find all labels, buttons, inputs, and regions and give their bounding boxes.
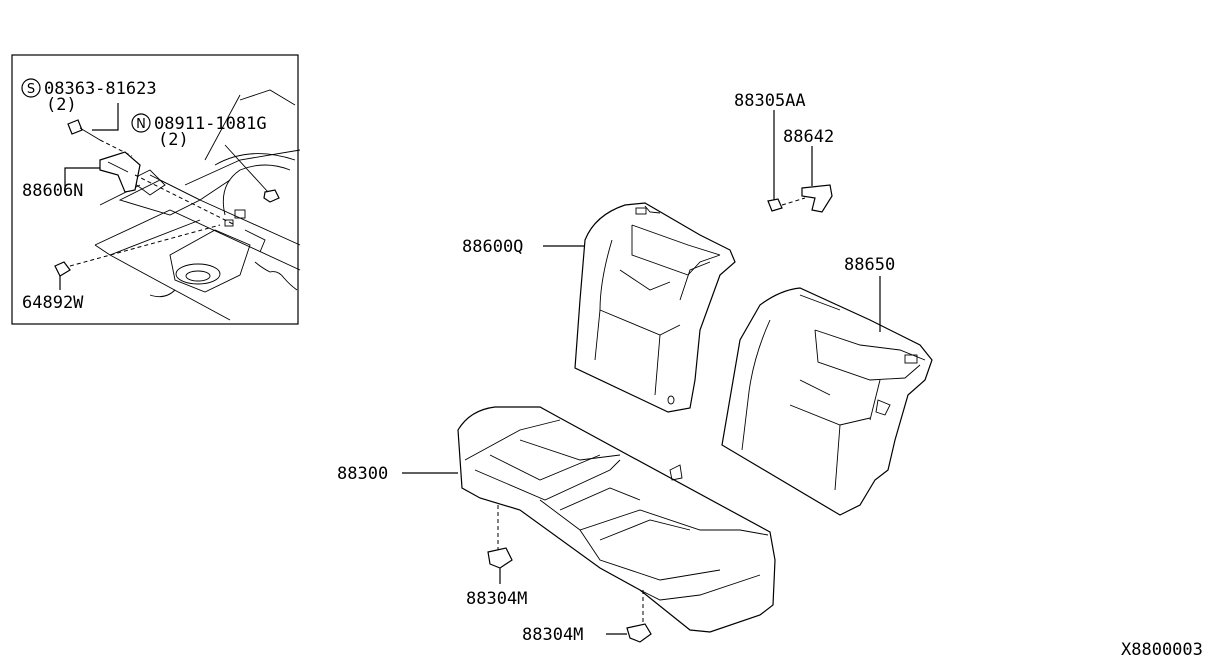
bracket-icon xyxy=(99,151,236,226)
clip-icon xyxy=(801,184,833,213)
floor-panel-drawing xyxy=(94,89,301,321)
seat-back-left xyxy=(574,202,736,413)
bolt-part-label: 88305AA xyxy=(734,91,806,111)
nut-qty-label: (2) xyxy=(158,130,189,150)
back-right-part-label: 88650 xyxy=(844,255,895,275)
nut-symbol: N xyxy=(136,117,146,132)
clip-part-label: 88642 xyxy=(783,127,834,147)
bracket-part-label: 88606N xyxy=(22,181,83,201)
plug-part-label: 64892W xyxy=(22,293,84,313)
back-left-part-label: 88600Q xyxy=(462,237,523,257)
nut-icon xyxy=(224,144,280,203)
hook-a-part-label: 88304M xyxy=(466,589,527,609)
screw-part-label: 08363-81623 xyxy=(44,79,157,99)
hook-icon xyxy=(487,547,513,569)
seat-back-right xyxy=(721,287,933,516)
cushion-part-label: 88300 xyxy=(337,464,388,484)
screw-icon xyxy=(67,119,133,157)
screw-symbol: S xyxy=(27,82,35,97)
inset-detail: S 08363-81623 (2) N 08911-1081G (2) 8860… xyxy=(11,54,301,325)
nut-part-label: 08911-1081G xyxy=(154,114,267,134)
screw-qty-label: (2) xyxy=(46,95,77,115)
plug-icon xyxy=(54,224,221,277)
bolt-icon xyxy=(767,198,783,212)
seat-cushion xyxy=(457,406,776,633)
screw-symbol-circle xyxy=(21,78,41,98)
hook-b-part-label: 88304M xyxy=(522,625,583,645)
nut-symbol-circle xyxy=(131,113,151,133)
hook-icon xyxy=(626,623,652,643)
inset-frame xyxy=(11,54,299,325)
diagram-id: X8800003 xyxy=(1121,640,1203,660)
